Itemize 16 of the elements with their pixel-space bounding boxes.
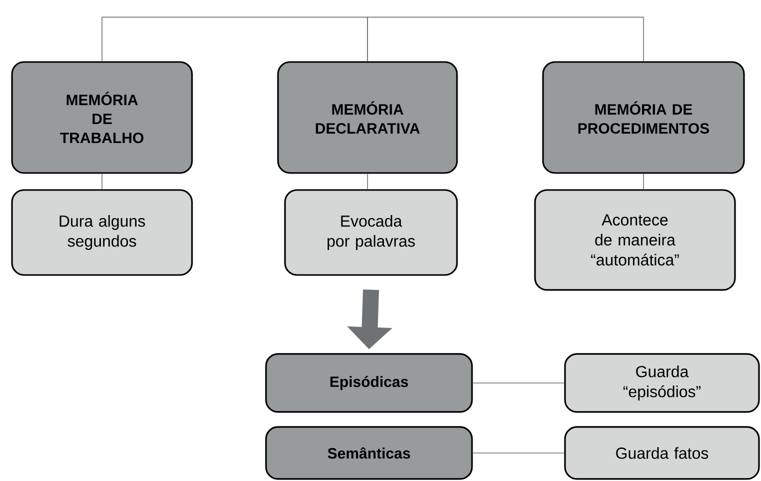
description-box: Guarda fatos xyxy=(564,426,760,480)
description-box: Acontece de maneira “automática” xyxy=(534,189,736,291)
memory-type-box: MEMÓRIA DECLARATIVA xyxy=(277,61,458,174)
connector-line xyxy=(643,173,644,190)
description-box: Dura alguns segundos xyxy=(11,189,193,276)
description-box: Evocada por palavras xyxy=(284,189,458,276)
connector-line xyxy=(472,452,565,454)
connector-line xyxy=(367,173,368,190)
connector-line xyxy=(472,382,565,384)
subtype-box: Semânticas xyxy=(265,426,473,480)
connector-line xyxy=(102,16,368,62)
connector-line xyxy=(367,16,644,62)
description-box: Guarda “episódios” xyxy=(564,353,760,413)
memory-type-box: MEMÓRIA DE PROCEDIMENTOS xyxy=(542,61,745,174)
memory-type-box: MEMÓRIA DE TRABALHO xyxy=(11,61,193,174)
subtype-box: Episódicas xyxy=(265,353,473,413)
